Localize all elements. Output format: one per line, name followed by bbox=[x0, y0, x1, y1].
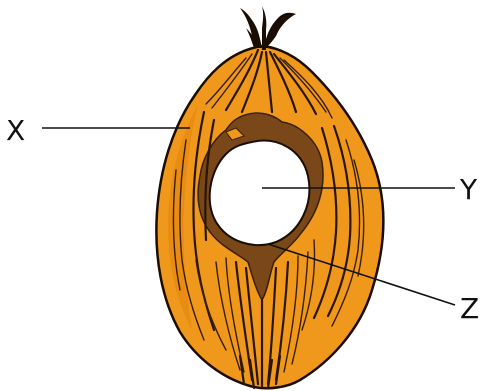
cavity bbox=[210, 141, 310, 245]
label-y: Y bbox=[459, 173, 478, 206]
stalk-tuft bbox=[240, 6, 296, 50]
label-z: Z bbox=[460, 292, 479, 325]
label-x: X bbox=[6, 114, 25, 147]
